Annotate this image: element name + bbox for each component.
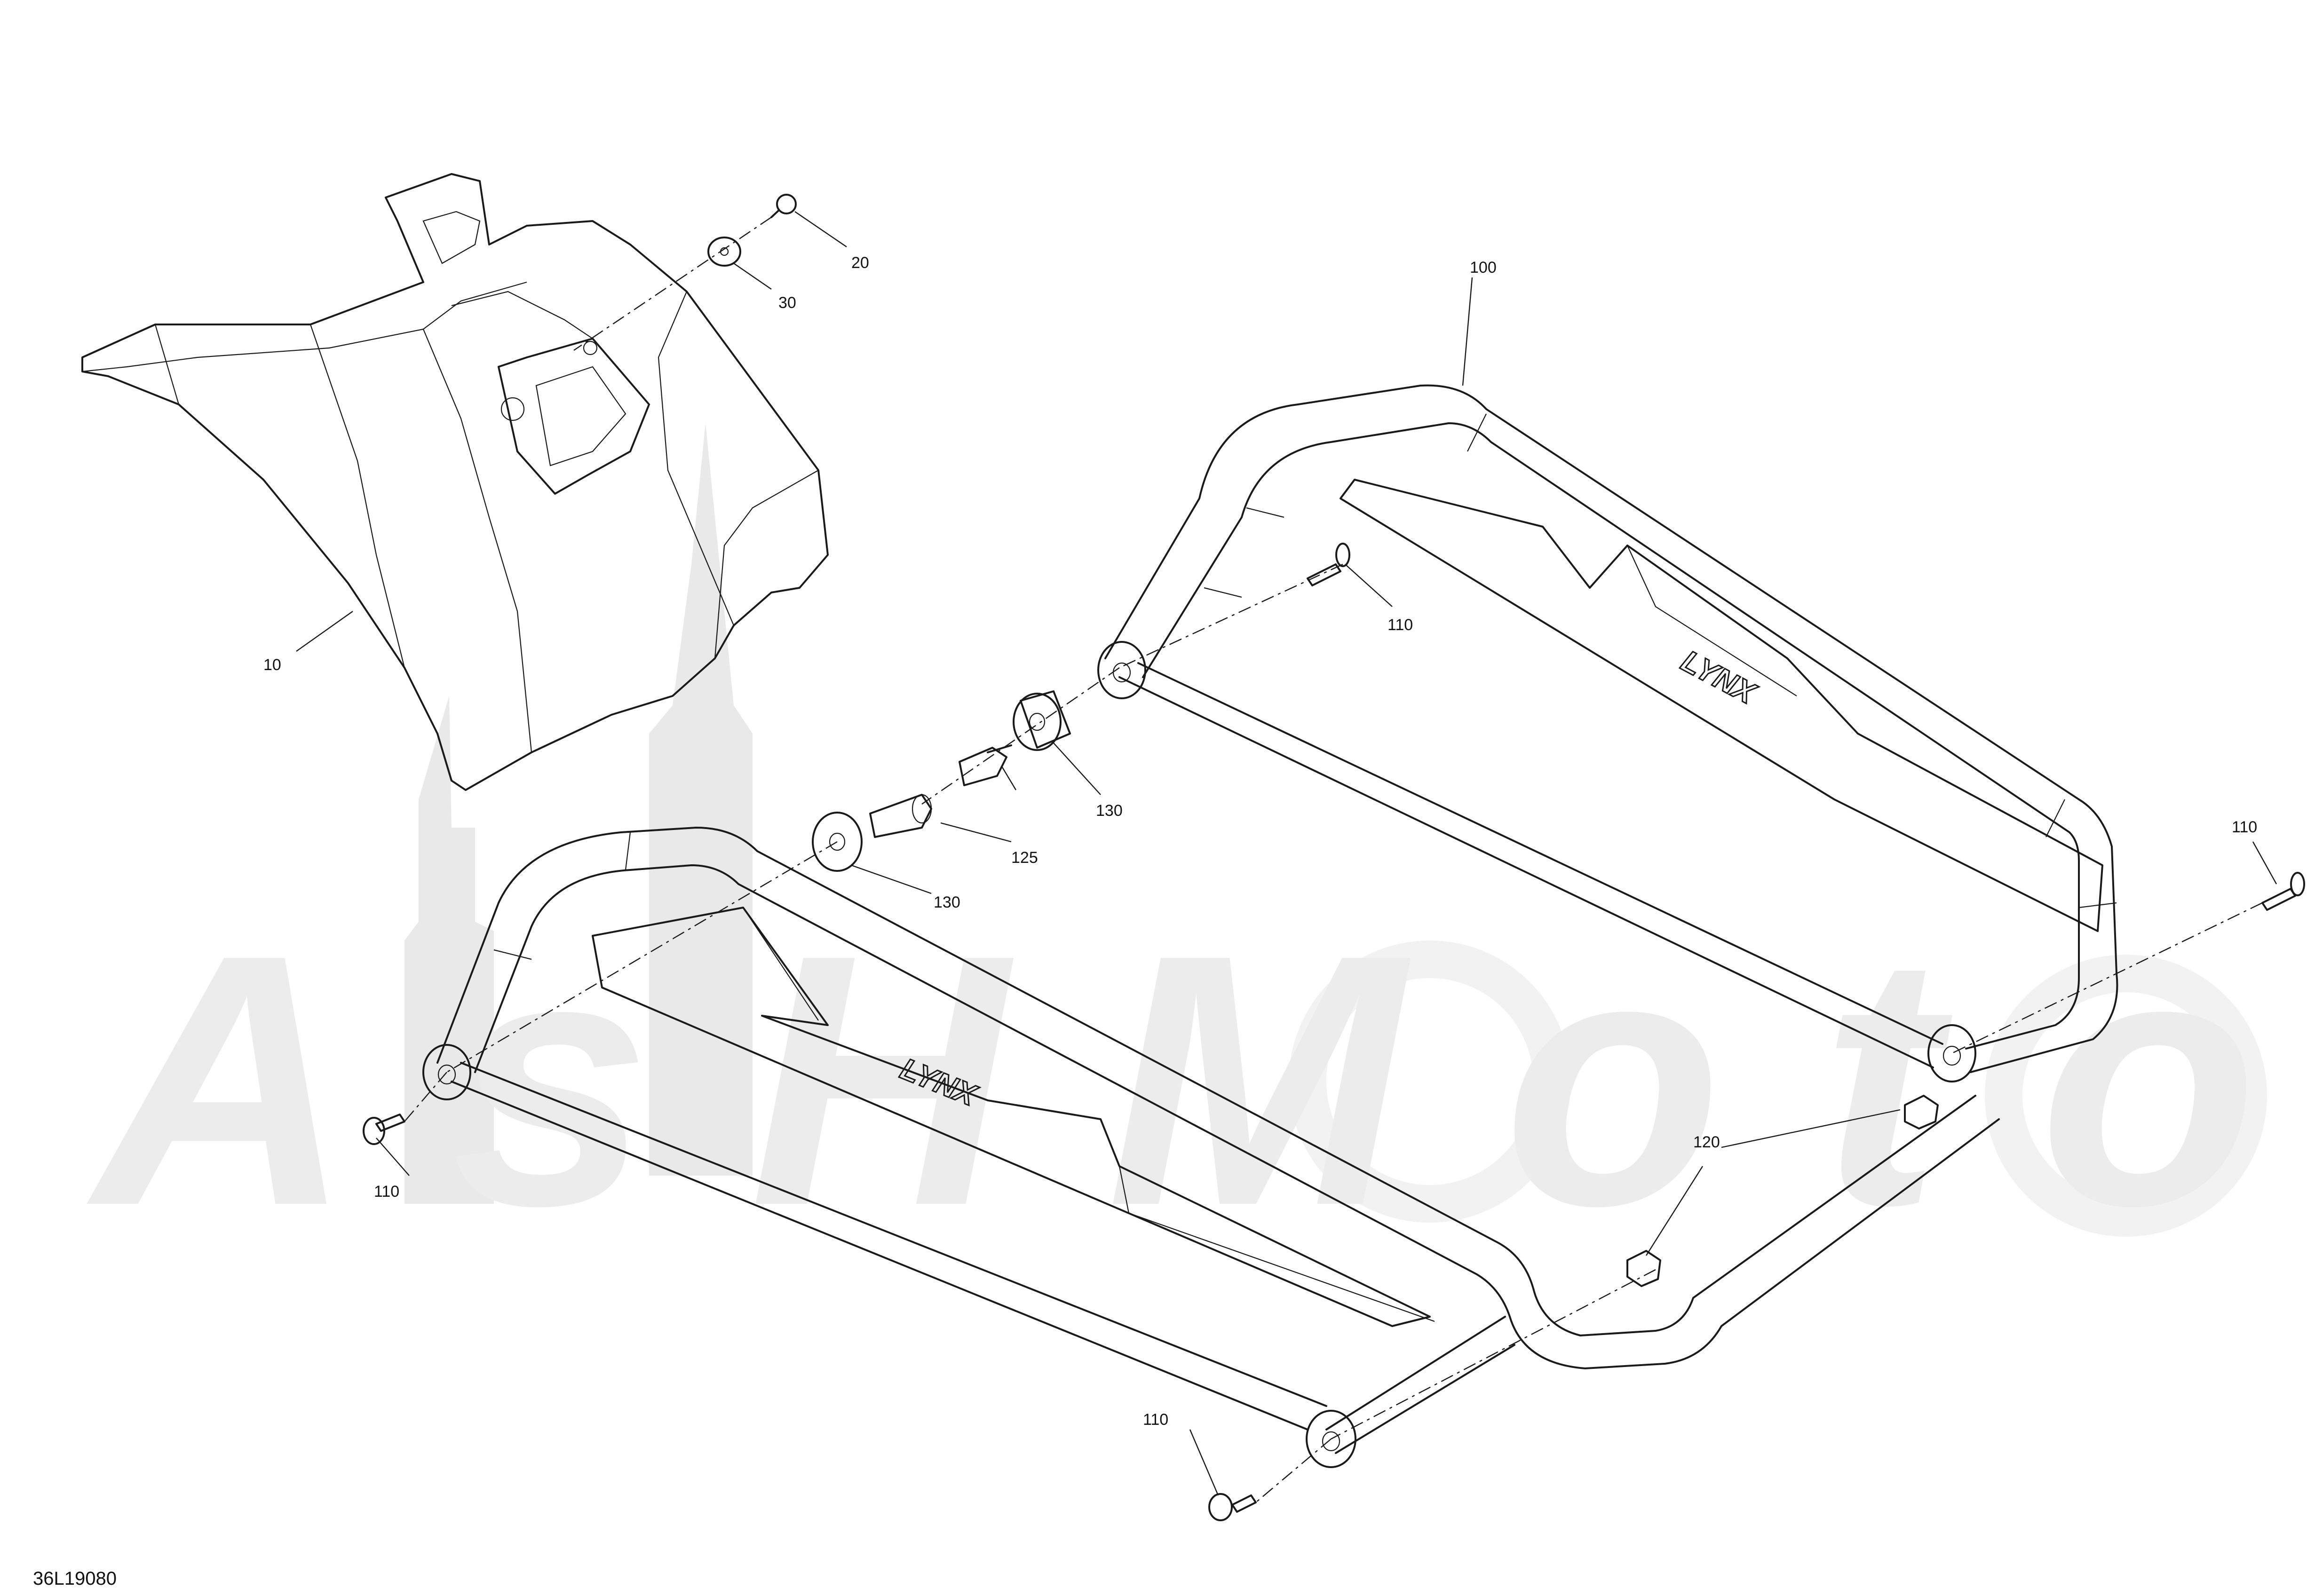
axis-line-left-bolt bbox=[404, 1072, 447, 1122]
diagram-reference-code: 36L19080 bbox=[33, 1568, 117, 1589]
part-bolt-110-top bbox=[1307, 543, 1350, 586]
callout-110-top: 110 bbox=[1387, 616, 1413, 634]
callout-100: 100 bbox=[1470, 259, 1497, 277]
axis-line-mid bbox=[921, 667, 1120, 805]
part-rear-cover bbox=[81, 173, 829, 791]
callout-125: 125 bbox=[1011, 849, 1038, 867]
callout-20: 20 bbox=[851, 254, 869, 272]
callout-30: 30 bbox=[778, 294, 796, 312]
callout-110-bottom: 110 bbox=[1143, 1411, 1168, 1429]
callout-110-left: 110 bbox=[374, 1183, 399, 1201]
callout-110-right: 110 bbox=[2232, 818, 2257, 836]
callout-120: 120 bbox=[1693, 1133, 1720, 1151]
part-spacer-130-lower bbox=[812, 812, 863, 872]
part-nut-120-bottom bbox=[1626, 1250, 1661, 1287]
part-spacer-130-upper bbox=[1013, 690, 1071, 751]
leader-lines bbox=[296, 211, 2277, 1496]
axis-line-right bbox=[1951, 902, 2263, 1054]
axis-line-cover bbox=[573, 217, 772, 351]
part-screw-20 bbox=[770, 194, 797, 218]
axis-line-bottom bbox=[1331, 1269, 1656, 1440]
part-bolt-110-bottom bbox=[1208, 1493, 1257, 1521]
bumper-logo: LYNX bbox=[1676, 644, 1762, 711]
part-bolt-125-upper bbox=[959, 744, 1012, 786]
axis-line-bottom-bolt bbox=[1255, 1438, 1332, 1503]
axis-line-upper bbox=[1119, 563, 1343, 669]
part-nut-120-right bbox=[1904, 1095, 1939, 1130]
callout-130-lower: 130 bbox=[934, 893, 960, 911]
callout-10: 10 bbox=[263, 656, 281, 674]
part-bolt-110-right bbox=[2261, 872, 2305, 911]
watermark-spire-tall bbox=[649, 423, 753, 1176]
watermark-spire bbox=[404, 696, 494, 1204]
tail-light bbox=[498, 338, 650, 495]
callout-130-upper: 130 bbox=[1096, 802, 1123, 820]
part-bolt-125-lower bbox=[869, 794, 932, 838]
part-bolt-110-left bbox=[363, 1114, 405, 1145]
